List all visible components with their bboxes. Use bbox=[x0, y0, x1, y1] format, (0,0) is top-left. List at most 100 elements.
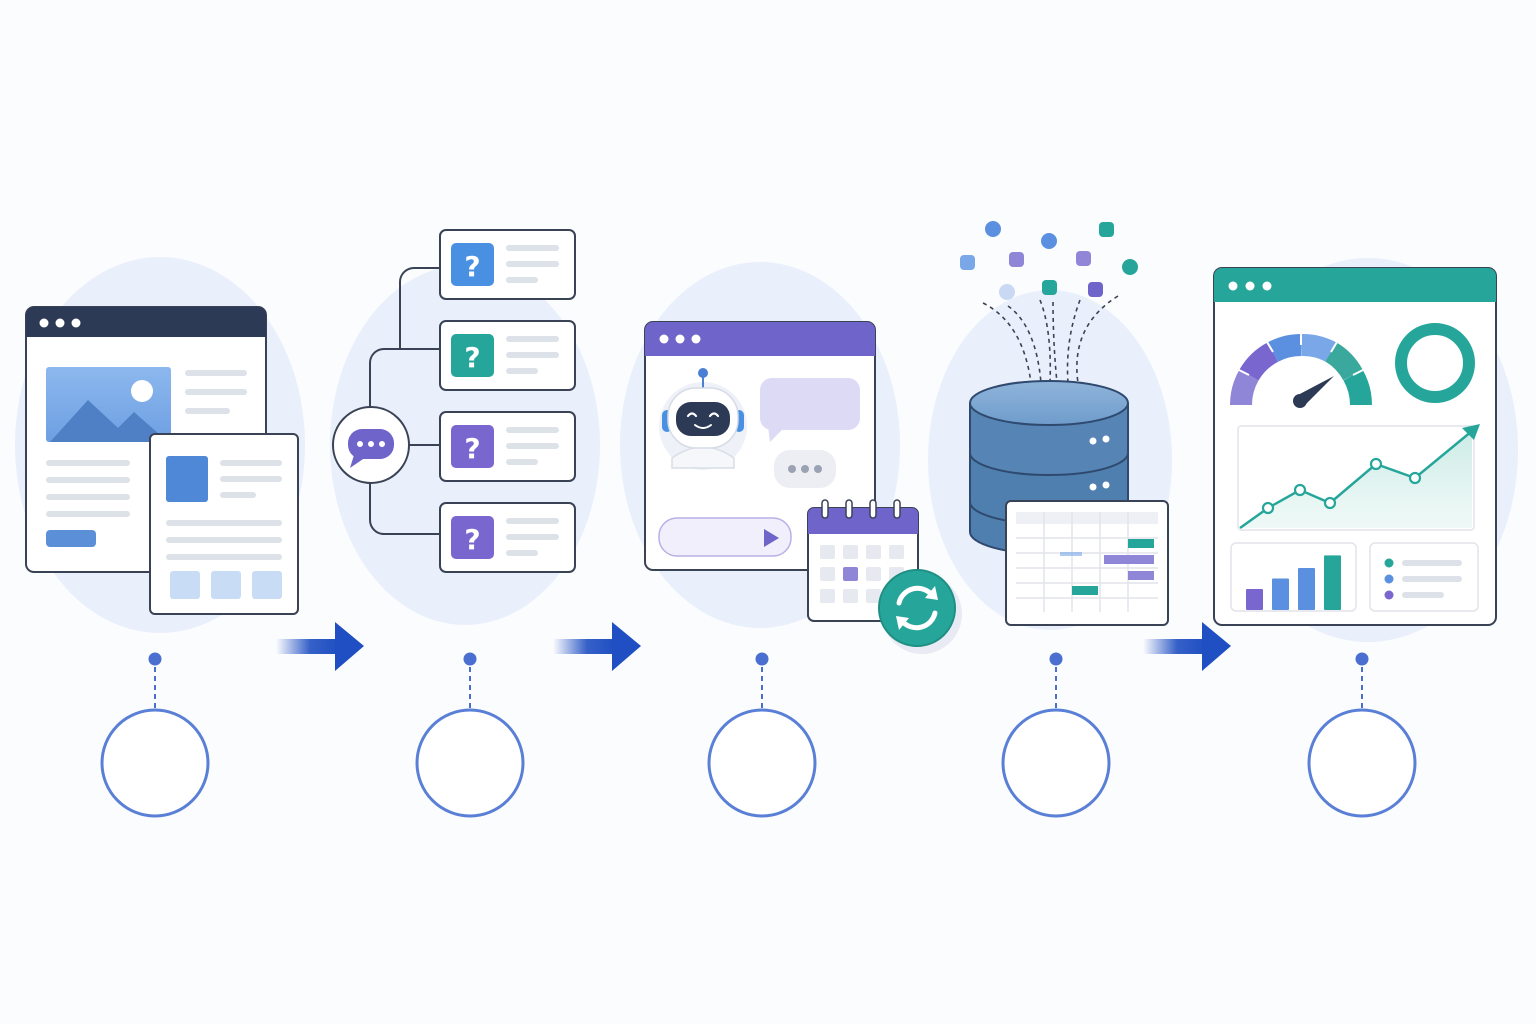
spreadsheet-icon bbox=[1005, 500, 1169, 626]
timeline-node-analytics-dashboard bbox=[1307, 652, 1417, 818]
gauge-icon bbox=[1229, 333, 1373, 408]
text-line bbox=[46, 460, 130, 466]
node-anchor-dot bbox=[1049, 652, 1063, 666]
step-circle bbox=[1001, 708, 1111, 818]
window-dot bbox=[675, 334, 685, 344]
timeline-nodes bbox=[100, 652, 1417, 818]
text-line bbox=[506, 443, 559, 449]
typing-indicator-icon bbox=[774, 450, 836, 488]
dashboard-titlebar bbox=[1214, 268, 1496, 302]
node-anchor-dot bbox=[755, 652, 769, 666]
window-dot bbox=[39, 318, 49, 328]
browser-titlebar bbox=[26, 307, 266, 337]
stage-web-content-pages bbox=[15, 257, 305, 633]
text-line bbox=[506, 336, 559, 342]
window-dot bbox=[1262, 281, 1272, 291]
arrow-stage-4-to-5 bbox=[1143, 622, 1231, 671]
timeline-node-question-branching bbox=[415, 652, 525, 818]
text-line bbox=[220, 460, 282, 466]
calendar-cell bbox=[820, 545, 835, 559]
question-mark-icon: ? bbox=[451, 516, 494, 559]
thumbnail-placeholder bbox=[166, 456, 208, 502]
bar bbox=[1246, 589, 1263, 610]
stage-analytics-dashboard bbox=[1213, 258, 1518, 642]
chat-bubble-icon bbox=[348, 429, 394, 468]
text-line bbox=[46, 477, 130, 483]
calendar-cell bbox=[866, 545, 881, 559]
webpage-document-icon bbox=[25, 306, 299, 615]
stage-database-records bbox=[928, 221, 1172, 630]
calendar-cell bbox=[820, 589, 835, 603]
tile-placeholder bbox=[170, 571, 200, 599]
stage-question-branching: ???? bbox=[330, 229, 600, 625]
robot-avatar-icon bbox=[659, 368, 747, 470]
text-line bbox=[506, 277, 538, 283]
text-line bbox=[506, 368, 538, 374]
window-dot bbox=[691, 334, 701, 344]
tile-placeholder bbox=[252, 571, 282, 599]
question-mark-icon: ? bbox=[451, 243, 494, 286]
legend-list-icon bbox=[1369, 542, 1479, 612]
step-circle bbox=[1307, 708, 1417, 818]
text-line bbox=[506, 427, 559, 433]
message-input-bar bbox=[658, 517, 792, 557]
node-anchor-dot bbox=[148, 652, 162, 666]
text-line bbox=[220, 476, 282, 482]
question-mark-glyph: ? bbox=[464, 250, 480, 283]
arrow-right-icon bbox=[1143, 639, 1205, 654]
calendar-cell bbox=[820, 567, 835, 581]
chat-window-titlebar bbox=[645, 322, 875, 356]
timeline-node-chatbot-scheduling bbox=[707, 652, 817, 818]
step-circle bbox=[707, 708, 817, 818]
send-icon bbox=[764, 529, 779, 547]
text-line bbox=[46, 511, 130, 517]
question-card: ? bbox=[439, 320, 576, 391]
sync-icon bbox=[878, 569, 962, 654]
donut-chart-icon bbox=[1395, 323, 1475, 403]
sun-icon bbox=[131, 380, 153, 402]
question-card-list: ???? bbox=[439, 229, 576, 573]
question-tree-icon: ???? bbox=[332, 229, 576, 573]
text-line bbox=[185, 389, 247, 395]
question-mark-icon: ? bbox=[451, 425, 494, 468]
text-line bbox=[166, 537, 282, 543]
calendar-cell bbox=[866, 589, 881, 603]
timeline-node-database-records bbox=[1001, 652, 1111, 818]
speech-bubble-icon bbox=[760, 378, 860, 442]
bar-chart-icon bbox=[1246, 555, 1341, 610]
calendar-cell bbox=[889, 545, 904, 559]
window-dot bbox=[71, 318, 81, 328]
text-line bbox=[506, 261, 559, 267]
data-stream-lines bbox=[982, 295, 1119, 384]
text-line bbox=[185, 408, 230, 414]
node-anchor-dot bbox=[463, 652, 477, 666]
bar bbox=[1298, 568, 1315, 610]
cta-button-placeholder bbox=[46, 530, 96, 547]
tile-placeholder bbox=[211, 571, 241, 599]
step-circle bbox=[100, 708, 210, 818]
window-dot bbox=[1245, 281, 1255, 291]
window-dot bbox=[659, 334, 669, 344]
arrow-right-icon bbox=[276, 639, 338, 654]
question-card: ? bbox=[439, 502, 576, 573]
text-line bbox=[506, 352, 559, 358]
data-particles bbox=[960, 221, 1138, 384]
calendar-cell bbox=[843, 589, 858, 603]
question-mark-glyph: ? bbox=[464, 523, 480, 556]
calendar-cell bbox=[843, 545, 858, 559]
arrow-stage-2-to-3 bbox=[553, 622, 641, 671]
calendar-highlight-cell bbox=[843, 567, 858, 581]
stage-chatbot-scheduling bbox=[620, 262, 962, 654]
question-mark-glyph: ? bbox=[464, 341, 480, 374]
step-circle bbox=[415, 708, 525, 818]
question-mark-glyph: ? bbox=[464, 432, 480, 465]
node-anchor-dot bbox=[1355, 652, 1369, 666]
arrow-right-icon bbox=[553, 639, 615, 654]
calendar-cell bbox=[866, 567, 881, 581]
text-line bbox=[506, 534, 559, 540]
question-card: ? bbox=[439, 229, 576, 300]
timeline-node-web-content-pages bbox=[100, 652, 210, 818]
text-line bbox=[506, 459, 538, 465]
text-line bbox=[166, 554, 282, 560]
